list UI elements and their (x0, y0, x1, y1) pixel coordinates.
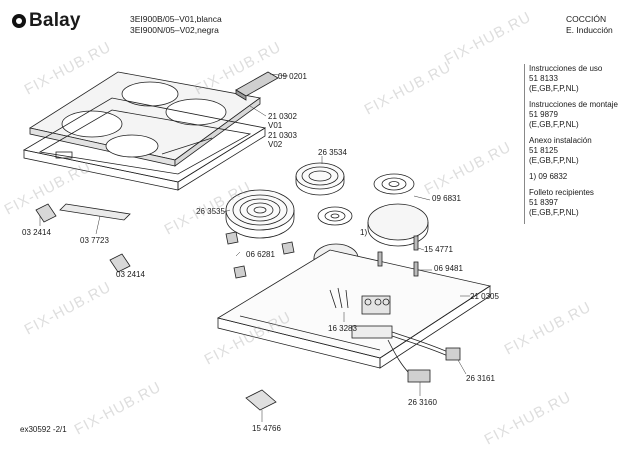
callout-1: 1) (360, 228, 368, 237)
screw-a (377, 251, 383, 267)
leader-lines (39, 73, 470, 422)
doc-title: Instrucciones de uso (529, 64, 603, 73)
label-096831: 09 6831 (432, 194, 461, 203)
label-263534: 26 3534 (318, 148, 347, 157)
doc-number: 51 8125 (529, 146, 558, 155)
bracket-066281-a (225, 231, 239, 245)
clip-a (35, 203, 57, 223)
model-line-1: 3EI900B/05–V01,blanca (130, 14, 222, 24)
label-263161: 26 3161 (466, 374, 495, 383)
coil-ring-096831 (373, 173, 415, 195)
connector-090201 (235, 71, 279, 101)
doc-block-0: Instrucciones de uso 51 8133 (E,GB,F,P,N… (529, 64, 633, 94)
induction-plate (367, 203, 429, 247)
cooktop-frame (22, 97, 267, 191)
drawing-id: ex30592 -2/1 (20, 425, 67, 434)
label-263535: 26 3535 (196, 207, 225, 216)
doc-block-3: 1) 09 6832 (529, 172, 633, 182)
label-v01: V01 (268, 121, 283, 130)
doc-title: Instrucciones de montaje (529, 100, 618, 109)
bracket-066281-c (233, 265, 247, 279)
category-line-1: COCCIÓN (566, 14, 607, 24)
doc-langs: (E,GB,F,P,NL) (529, 208, 579, 217)
base-tray (216, 249, 492, 369)
cable-263160 (387, 339, 431, 383)
doc-title: 1) 09 6832 (529, 172, 568, 181)
label-032414-a: 03 2414 (22, 228, 51, 237)
doc-langs: (E,GB,F,P,NL) (529, 120, 579, 129)
balay-logo-icon (12, 14, 26, 28)
model-list: 3EI900B/05–V01,blanca 3EI900N/05–V02,neg… (130, 14, 222, 36)
doc-title: Anexo instalación (529, 136, 592, 145)
heating-element-263534 (295, 162, 345, 196)
brand-name: Balay (29, 10, 81, 31)
doc-number: 51 9879 (529, 110, 558, 119)
label-210305: 21 0305 (470, 292, 499, 301)
doc-block-2: Anexo instalación 51 8125 (E,GB,F,P,NL) (529, 136, 633, 166)
doc-number: 51 8133 (529, 74, 558, 83)
heating-element-263535 (225, 189, 295, 239)
doc-block-4: Folleto recipientes 51 8397 (E,GB,F,P,NL… (529, 188, 633, 218)
coil-ring-small (317, 206, 353, 226)
brand-logo: Balay (12, 10, 81, 32)
doc-number: 51 8397 (529, 198, 558, 207)
label-v02: V02 (268, 140, 283, 149)
doc-title: Folleto recipientes (529, 188, 594, 197)
category-line-2: E. Inducción (566, 25, 613, 35)
label-069481: 06 9481 (434, 264, 463, 273)
label-210302: 21 0302 (268, 112, 297, 121)
label-090201: 09 0201 (278, 72, 307, 81)
screw-154771 (413, 235, 419, 251)
bracket-154766 (245, 389, 277, 411)
doc-langs: (E,GB,F,P,NL) (529, 156, 579, 165)
model-line-2: 3EI900N/05–V02,negra (130, 25, 219, 35)
category-header: COCCIÓN E. Inducción (566, 14, 613, 36)
label-154766: 15 4766 (252, 424, 281, 433)
wiring-163283 (329, 287, 349, 309)
screw-069481 (413, 261, 419, 277)
doc-langs: (E,GB,F,P,NL) (529, 84, 579, 93)
label-154771: 15 4771 (424, 245, 453, 254)
label-037723: 03 7723 (80, 236, 109, 245)
cable-263161 (391, 331, 461, 361)
label-210303: 21 0303 (268, 131, 297, 140)
label-263160: 26 3160 (408, 398, 437, 407)
label-032414-b: 03 2414 (116, 270, 145, 279)
control-module (351, 295, 393, 339)
documents-panel: Instrucciones de uso 51 8133 (E,GB,F,P,N… (524, 64, 633, 224)
bracket-066281-b (281, 241, 295, 255)
doc-block-1: Instrucciones de montaje 51 9879 (E,GB,F… (529, 100, 633, 130)
label-163283: 16 3283 (328, 324, 357, 333)
trim-strip (59, 203, 131, 221)
clip-b (109, 253, 131, 273)
label-066281: 06 6281 (246, 250, 275, 259)
